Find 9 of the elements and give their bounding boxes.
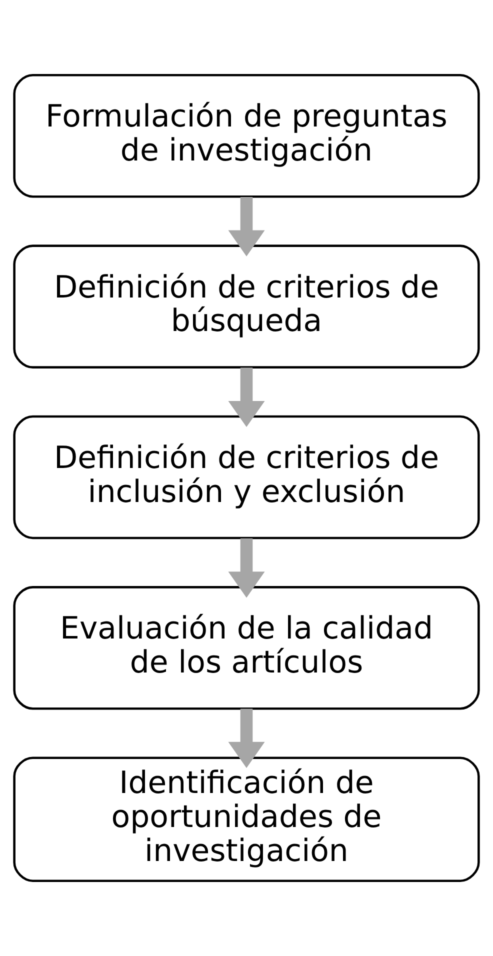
node-box: Definición de criterios de inclusión y exclusión — [13, 415, 480, 540]
node-box: Identificación de oportunidades de investigación — [13, 756, 480, 882]
node-box: Formulación de preguntas de investigación — [13, 74, 480, 198]
arrow — [228, 368, 265, 428]
arrow — [228, 708, 265, 768]
node-box: Definición de criterios de búsqueda — [13, 244, 480, 368]
node-box: Evaluación de la calidad de los artículos — [13, 586, 480, 710]
arrow — [228, 538, 265, 598]
arrow — [228, 197, 265, 256]
